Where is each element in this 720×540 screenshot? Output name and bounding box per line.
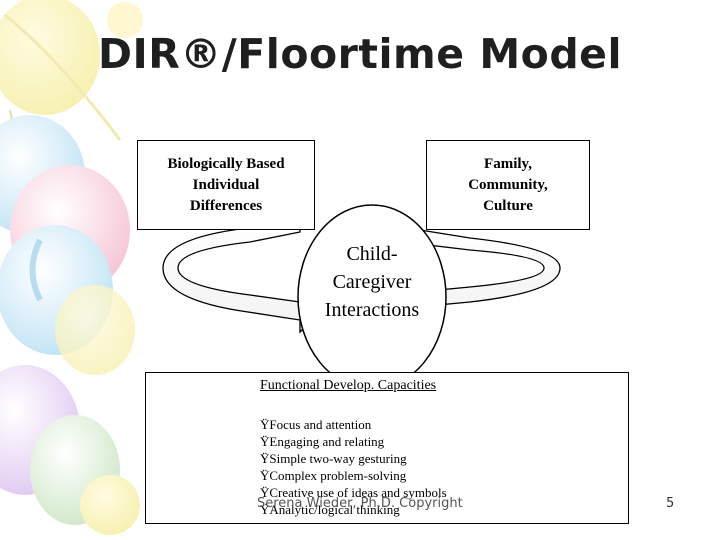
list-item: ŸCreative use of ideas and symbols [260,485,447,500]
center-line: Child- [346,243,398,265]
box-line: Individual [192,176,260,193]
capacities-list: ŸFocus and attention ŸEngaging and relat… [260,416,447,518]
capacities-heading: Functional Develop. Capacities [260,378,437,393]
biological-differences-box: Biologically Based Individual Difference… [137,140,315,230]
list-item: ŸSimple two-way gesturing [260,451,407,466]
box-line: Differences [189,197,263,214]
child-caregiver-label: Child- Caregiver Interactions [290,240,454,324]
list-item: ŸEngaging and relating [260,434,385,449]
center-line: Caregiver [332,271,412,293]
box-line: Family, [484,155,532,172]
list-item: ŸFocus and attention [260,417,372,432]
list-item: ŸAnalytic/logical thinking [260,502,400,517]
list-item: ŸComplex problem-solving [260,468,407,483]
slide-title: DIR®/Floortime Model [97,30,623,78]
page-number: 5 [666,496,675,511]
footer-copyright: Serena Wieder, Ph.D. Copyright [257,496,463,511]
capacities-box: Functional Develop. Capacities ŸFocus an… [145,372,629,524]
balloon-yellow-mid [55,285,135,375]
center-line: Interactions [324,299,420,321]
box-line: Culture [483,197,533,214]
box-line: Biologically Based [167,155,285,172]
family-community-box: Family, Community, Culture [426,140,590,230]
box-line: Community, [468,176,548,193]
